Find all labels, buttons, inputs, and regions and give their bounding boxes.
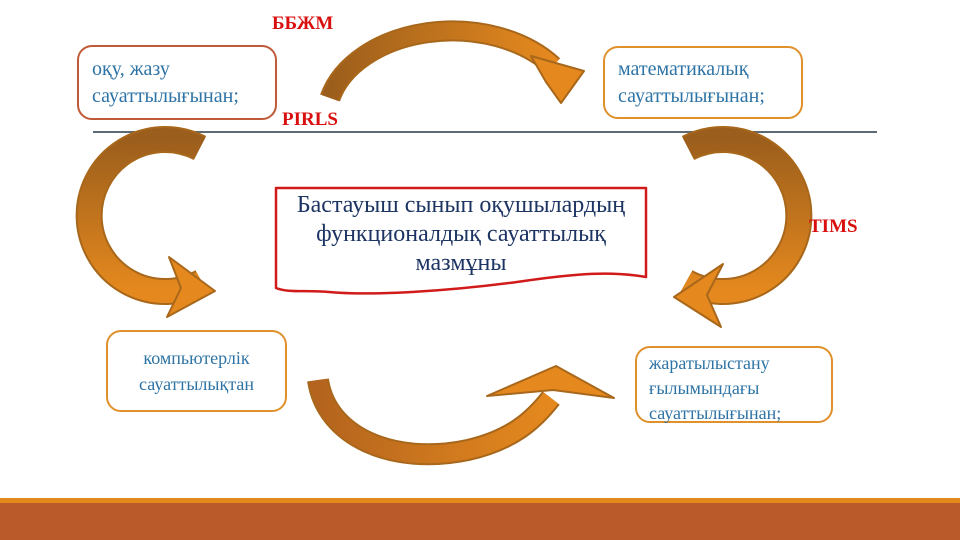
curved-arrow-top-icon <box>320 20 585 104</box>
box-reading-literacy: оқу, жазу сауаттылығынан; <box>77 45 277 120</box>
box-text-line: сауаттылығынан; <box>649 403 782 423</box>
label-tims: TIMS <box>809 216 858 237</box>
center-title-line: функционалдық сауаттылық <box>316 221 606 247</box>
box-text-line: сауаттылығынан; <box>618 84 765 107</box>
box-math-literacy: математикалық сауаттылығынан; <box>603 46 803 119</box>
center-wave-shape <box>274 186 648 295</box>
center-title-line: мазмұны <box>415 250 507 276</box>
curved-arrow-right-icon <box>673 126 813 328</box>
box-text-line: компьютерлік <box>143 348 250 368</box>
divider-line <box>93 131 877 133</box>
box-text-line: жаратылыстану <box>649 353 770 373</box>
box-text-line: оқу, жазу <box>92 57 170 80</box>
box-text-line: сауаттылығынан; <box>92 84 239 107</box>
box-science-literacy: жаратылыстану ғылымындағы сауаттылығынан… <box>635 346 833 423</box>
center-title-line: Бастауыш сынып оқушылардың <box>296 192 626 218</box>
box-text-line: математикалық <box>618 57 749 80</box>
curved-arrow-bottom-icon <box>307 365 615 466</box>
box-computer-literacy: компьютерлік сауаттылықтан <box>106 330 287 412</box>
center-title: Бастауыш сынып оқушылардың функционалдық… <box>276 191 646 278</box>
label-pirls: PIRLS <box>282 109 338 130</box>
footer-rust-bar <box>0 503 960 540</box>
label-bbzhm: ББЖМ <box>272 13 334 34</box>
box-text-line: сауаттылықтан <box>139 374 254 394</box>
footer-amber-stripe <box>0 498 960 503</box>
curved-arrow-left-icon <box>75 126 216 318</box>
box-text-line: ғылымындағы <box>649 378 760 398</box>
